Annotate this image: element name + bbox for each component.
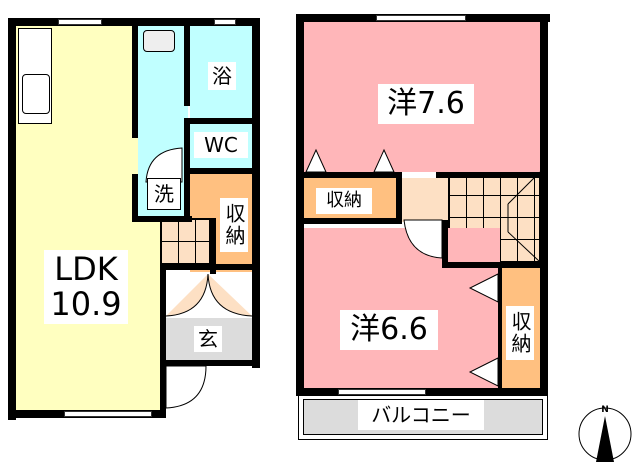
wall: [442, 262, 548, 268]
wall: [132, 18, 138, 138]
bath-label: 浴: [208, 62, 236, 90]
wall: [132, 216, 192, 222]
front-door-swing: [165, 365, 207, 409]
wall: [160, 264, 166, 418]
window: [214, 19, 236, 25]
wc-label: WC: [194, 132, 248, 158]
ldk-label: LDK 10.9: [44, 250, 128, 325]
washbasin-icon: [143, 30, 175, 52]
wall: [296, 218, 402, 224]
wall: [184, 26, 190, 106]
wall: [8, 18, 16, 420]
wall: [436, 172, 548, 178]
storage-label-f1: 収納: [220, 198, 248, 252]
closet-doors-center: [305, 148, 395, 173]
kitchen-sink-icon: [22, 74, 50, 114]
wall: [166, 360, 260, 366]
stairs-f1: [160, 218, 210, 264]
window: [64, 411, 152, 417]
wall: [296, 14, 304, 396]
washer-label: 洗: [147, 178, 181, 210]
floor-2-plan: 洋7.6 収納 洋6.6 収納 バルコニー: [296, 14, 550, 442]
wall: [498, 262, 502, 390]
wall: [184, 118, 260, 124]
window: [376, 15, 466, 21]
wall: [252, 18, 260, 368]
storage-east-label: 収納: [506, 306, 534, 360]
wall: [396, 172, 402, 224]
wall: [540, 14, 548, 396]
ldk-name: LDK: [54, 250, 118, 288]
window: [58, 19, 102, 25]
compass-north-label: N: [601, 404, 609, 415]
balcony-label: バルコニー: [358, 400, 484, 430]
wall: [296, 172, 402, 178]
wall: [184, 168, 260, 174]
ldk-size: 10.9: [50, 285, 122, 324]
wall: [160, 264, 260, 270]
wall: [210, 218, 216, 274]
floor-1-plan: LDK 10.9 浴 WC 洗 収納 玄: [8, 18, 260, 420]
storage-center-label: 収納: [316, 188, 372, 214]
wall: [184, 124, 190, 222]
entrance-doors-swing: [165, 273, 253, 317]
wall: [132, 174, 138, 222]
wall: [442, 220, 448, 268]
room-door-swing: [403, 219, 443, 259]
room-7-6-label: 洋7.6: [378, 84, 474, 124]
north-compass-icon: [578, 407, 632, 462]
entrance-label: 玄: [194, 326, 222, 352]
window: [338, 389, 426, 395]
hallway: [402, 178, 448, 222]
closet-doors-east: [468, 273, 499, 387]
room-6-6-label: 洋6.6: [340, 310, 438, 350]
washroom-door-swing: [145, 147, 183, 183]
